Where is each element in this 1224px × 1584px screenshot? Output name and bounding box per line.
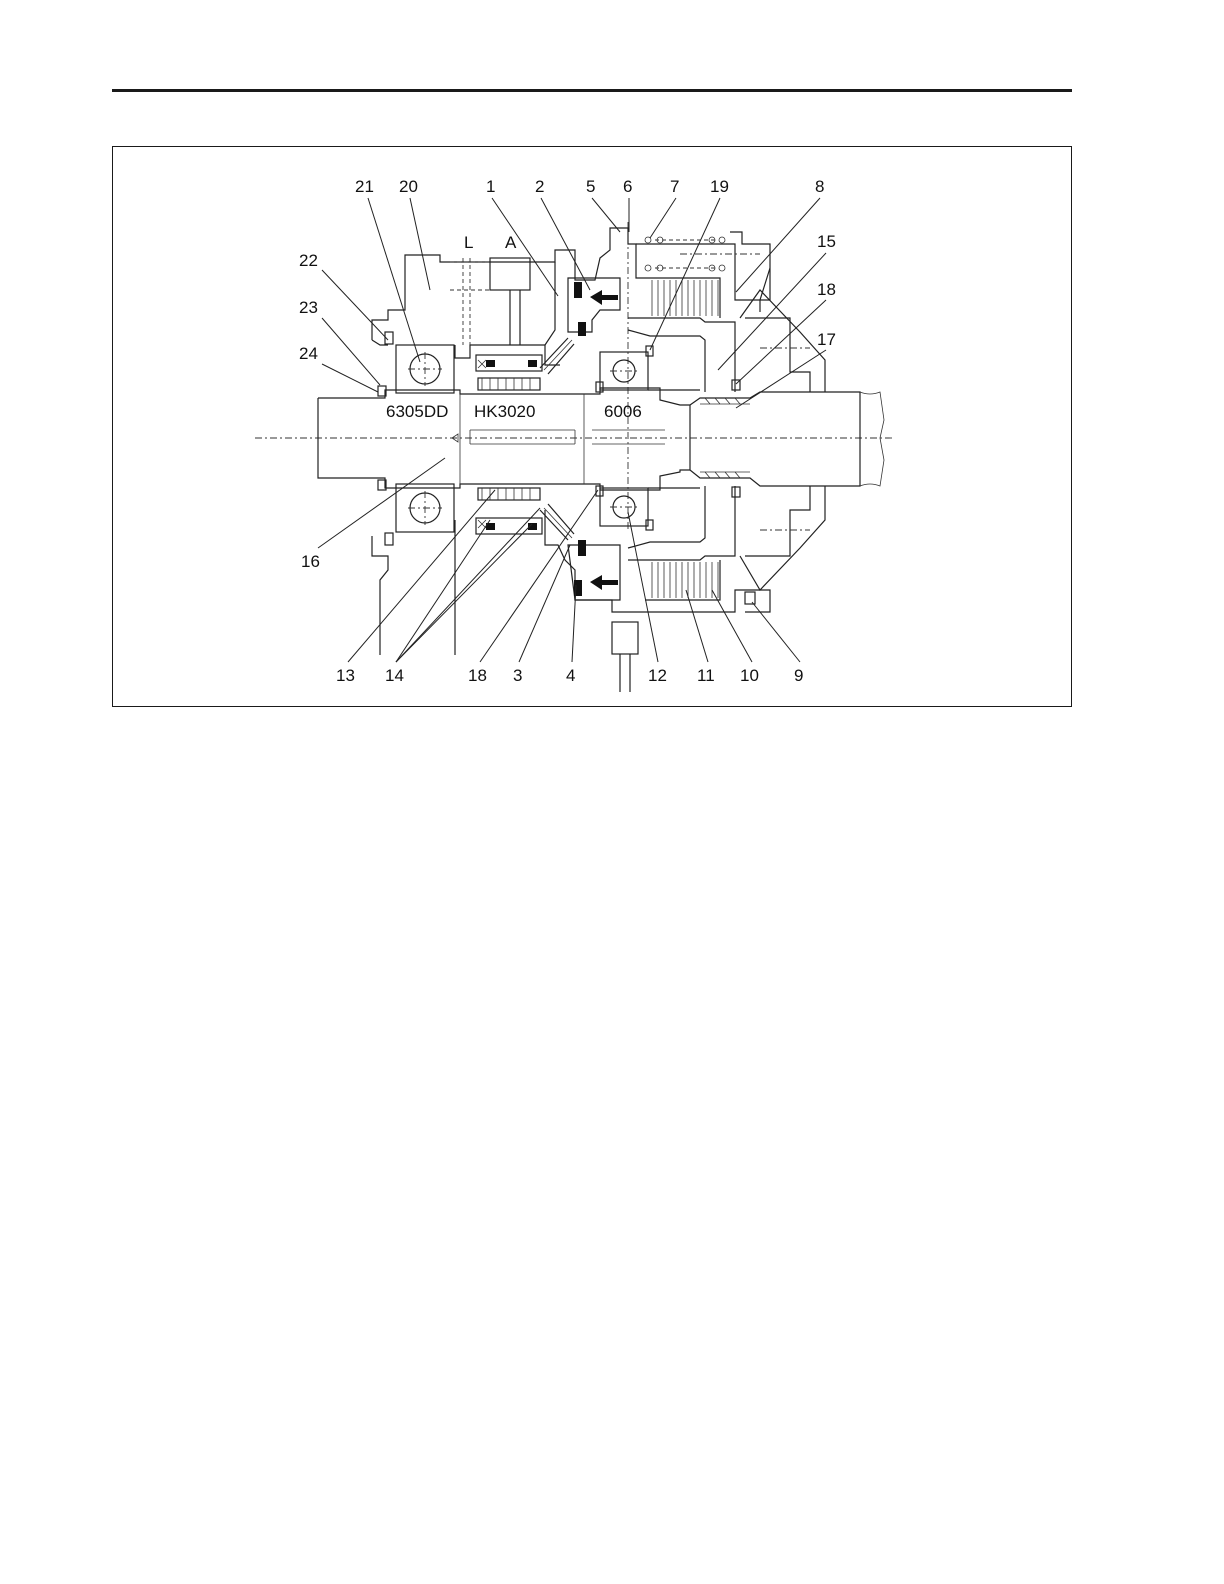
callout-16: 16 bbox=[301, 552, 320, 571]
callout-7: 7 bbox=[670, 177, 679, 196]
callout-19: 19 bbox=[710, 177, 729, 196]
bearing-label-hk3020: HK3020 bbox=[474, 402, 535, 421]
bearing-6305dd bbox=[378, 332, 454, 545]
callout-4: 4 bbox=[566, 666, 575, 685]
callout-18-lower: 18 bbox=[468, 666, 487, 685]
bearing-label-6305dd: 6305DD bbox=[386, 402, 448, 421]
shift-lever bbox=[612, 622, 638, 692]
callout-2: 2 bbox=[535, 177, 544, 196]
callout-18-upper: 18 bbox=[817, 280, 836, 299]
callout-10: 10 bbox=[740, 666, 759, 685]
housing-right bbox=[740, 268, 825, 590]
piston-assembly bbox=[540, 278, 620, 600]
clutch-hub bbox=[628, 318, 740, 560]
callout-20: 20 bbox=[399, 177, 418, 196]
callout-21: 21 bbox=[355, 177, 374, 196]
callout-11: 11 bbox=[697, 666, 715, 685]
callout-8: 8 bbox=[815, 177, 824, 196]
port-label-a: A bbox=[505, 233, 517, 252]
callout-15: 15 bbox=[817, 232, 836, 251]
callout-6: 6 bbox=[623, 177, 632, 196]
callout-13: 13 bbox=[336, 666, 355, 685]
needle-bearing-hk3020 bbox=[476, 355, 542, 534]
port-label-l: L bbox=[464, 233, 473, 252]
output-shaft bbox=[690, 392, 884, 486]
bearing-label-6006: 6006 bbox=[604, 402, 642, 421]
callout-22: 22 bbox=[299, 251, 318, 270]
callout-3: 3 bbox=[513, 666, 522, 685]
callout-12: 12 bbox=[648, 666, 667, 685]
callout-5: 5 bbox=[586, 177, 595, 196]
callout-14: 14 bbox=[385, 666, 404, 685]
callout-23: 23 bbox=[299, 298, 318, 317]
callout-1: 1 bbox=[486, 177, 495, 196]
clutch-plates-lower bbox=[628, 560, 770, 612]
callout-17: 17 bbox=[817, 330, 836, 349]
callout-24: 24 bbox=[299, 344, 318, 363]
callout-9: 9 bbox=[794, 666, 803, 685]
